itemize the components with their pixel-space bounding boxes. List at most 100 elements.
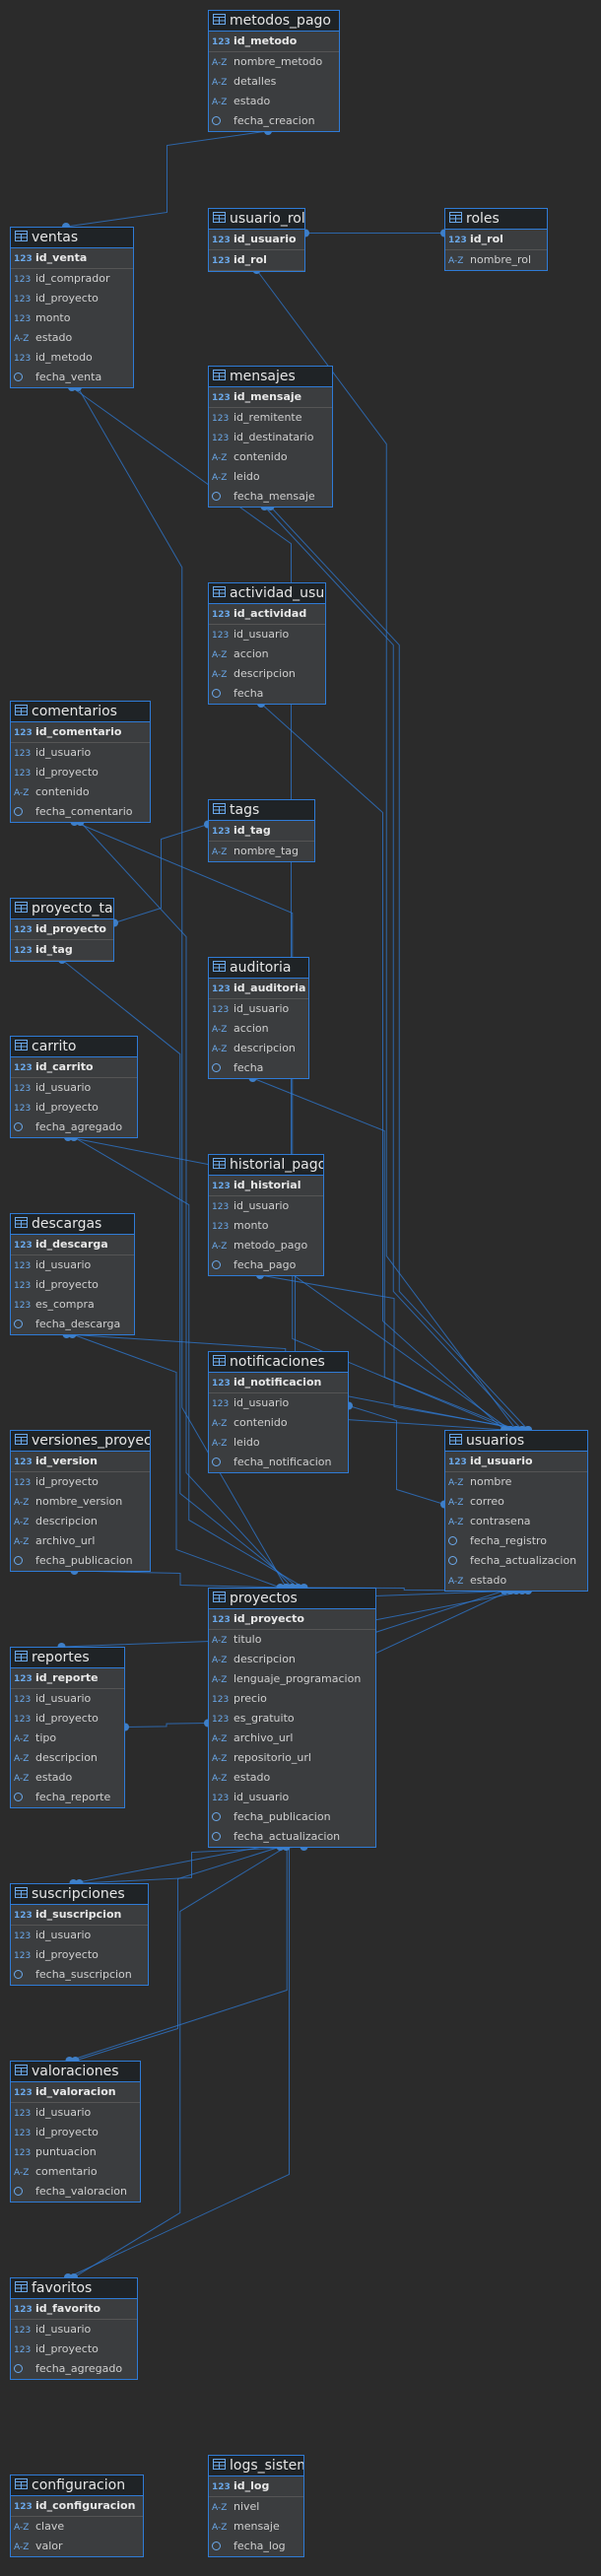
table-column[interactable]: fecha_valoracion [11,2182,140,2202]
table-column[interactable]: fecha [209,1058,308,1078]
table-column[interactable]: fecha_agregado [11,1118,137,1137]
table-header[interactable]: versiones_proyecto [11,1431,150,1452]
table-column[interactable]: fecha_actualizacion [445,1551,587,1571]
table-header[interactable]: comentarios [11,702,150,722]
table-column[interactable]: fecha_creacion [209,111,339,131]
table-actividad-usuario[interactable]: actividad_usuario123id_actividad123id_us… [208,582,326,705]
table-header[interactable]: suscripciones [11,1884,148,1905]
table-header[interactable]: ventas [11,228,133,248]
table-header[interactable]: logs_sistema [209,2456,303,2476]
table-header[interactable]: carrito [11,1037,137,1057]
table-column[interactable]: fecha_descarga [11,1315,134,1334]
table-header[interactable]: reportes [11,1648,124,1668]
table-column[interactable]: fecha_publicacion [209,1807,375,1827]
table-header[interactable]: favoritos [11,2278,137,2299]
table-logs-sistema[interactable]: logs_sistema123id_logA-ZnivelA-Zmensajef… [208,2455,304,2557]
table-column[interactable]: fecha_comentario [11,802,150,822]
table-column[interactable]: fecha_pago [209,1255,323,1275]
table-column[interactable]: fecha_reporte [11,1788,124,1807]
table-header[interactable]: auditoria [209,958,308,979]
table-header[interactable]: roles [445,209,547,230]
table-header[interactable]: usuarios [445,1431,587,1452]
table-header[interactable]: historial_pagos [209,1155,323,1176]
table-header[interactable]: proyectos [209,1589,375,1609]
table-column[interactable]: fecha_notificacion [209,1453,348,1472]
table-column[interactable]: fecha_actualizacion [209,1827,375,1847]
table-header[interactable]: actividad_usuario [209,583,325,604]
